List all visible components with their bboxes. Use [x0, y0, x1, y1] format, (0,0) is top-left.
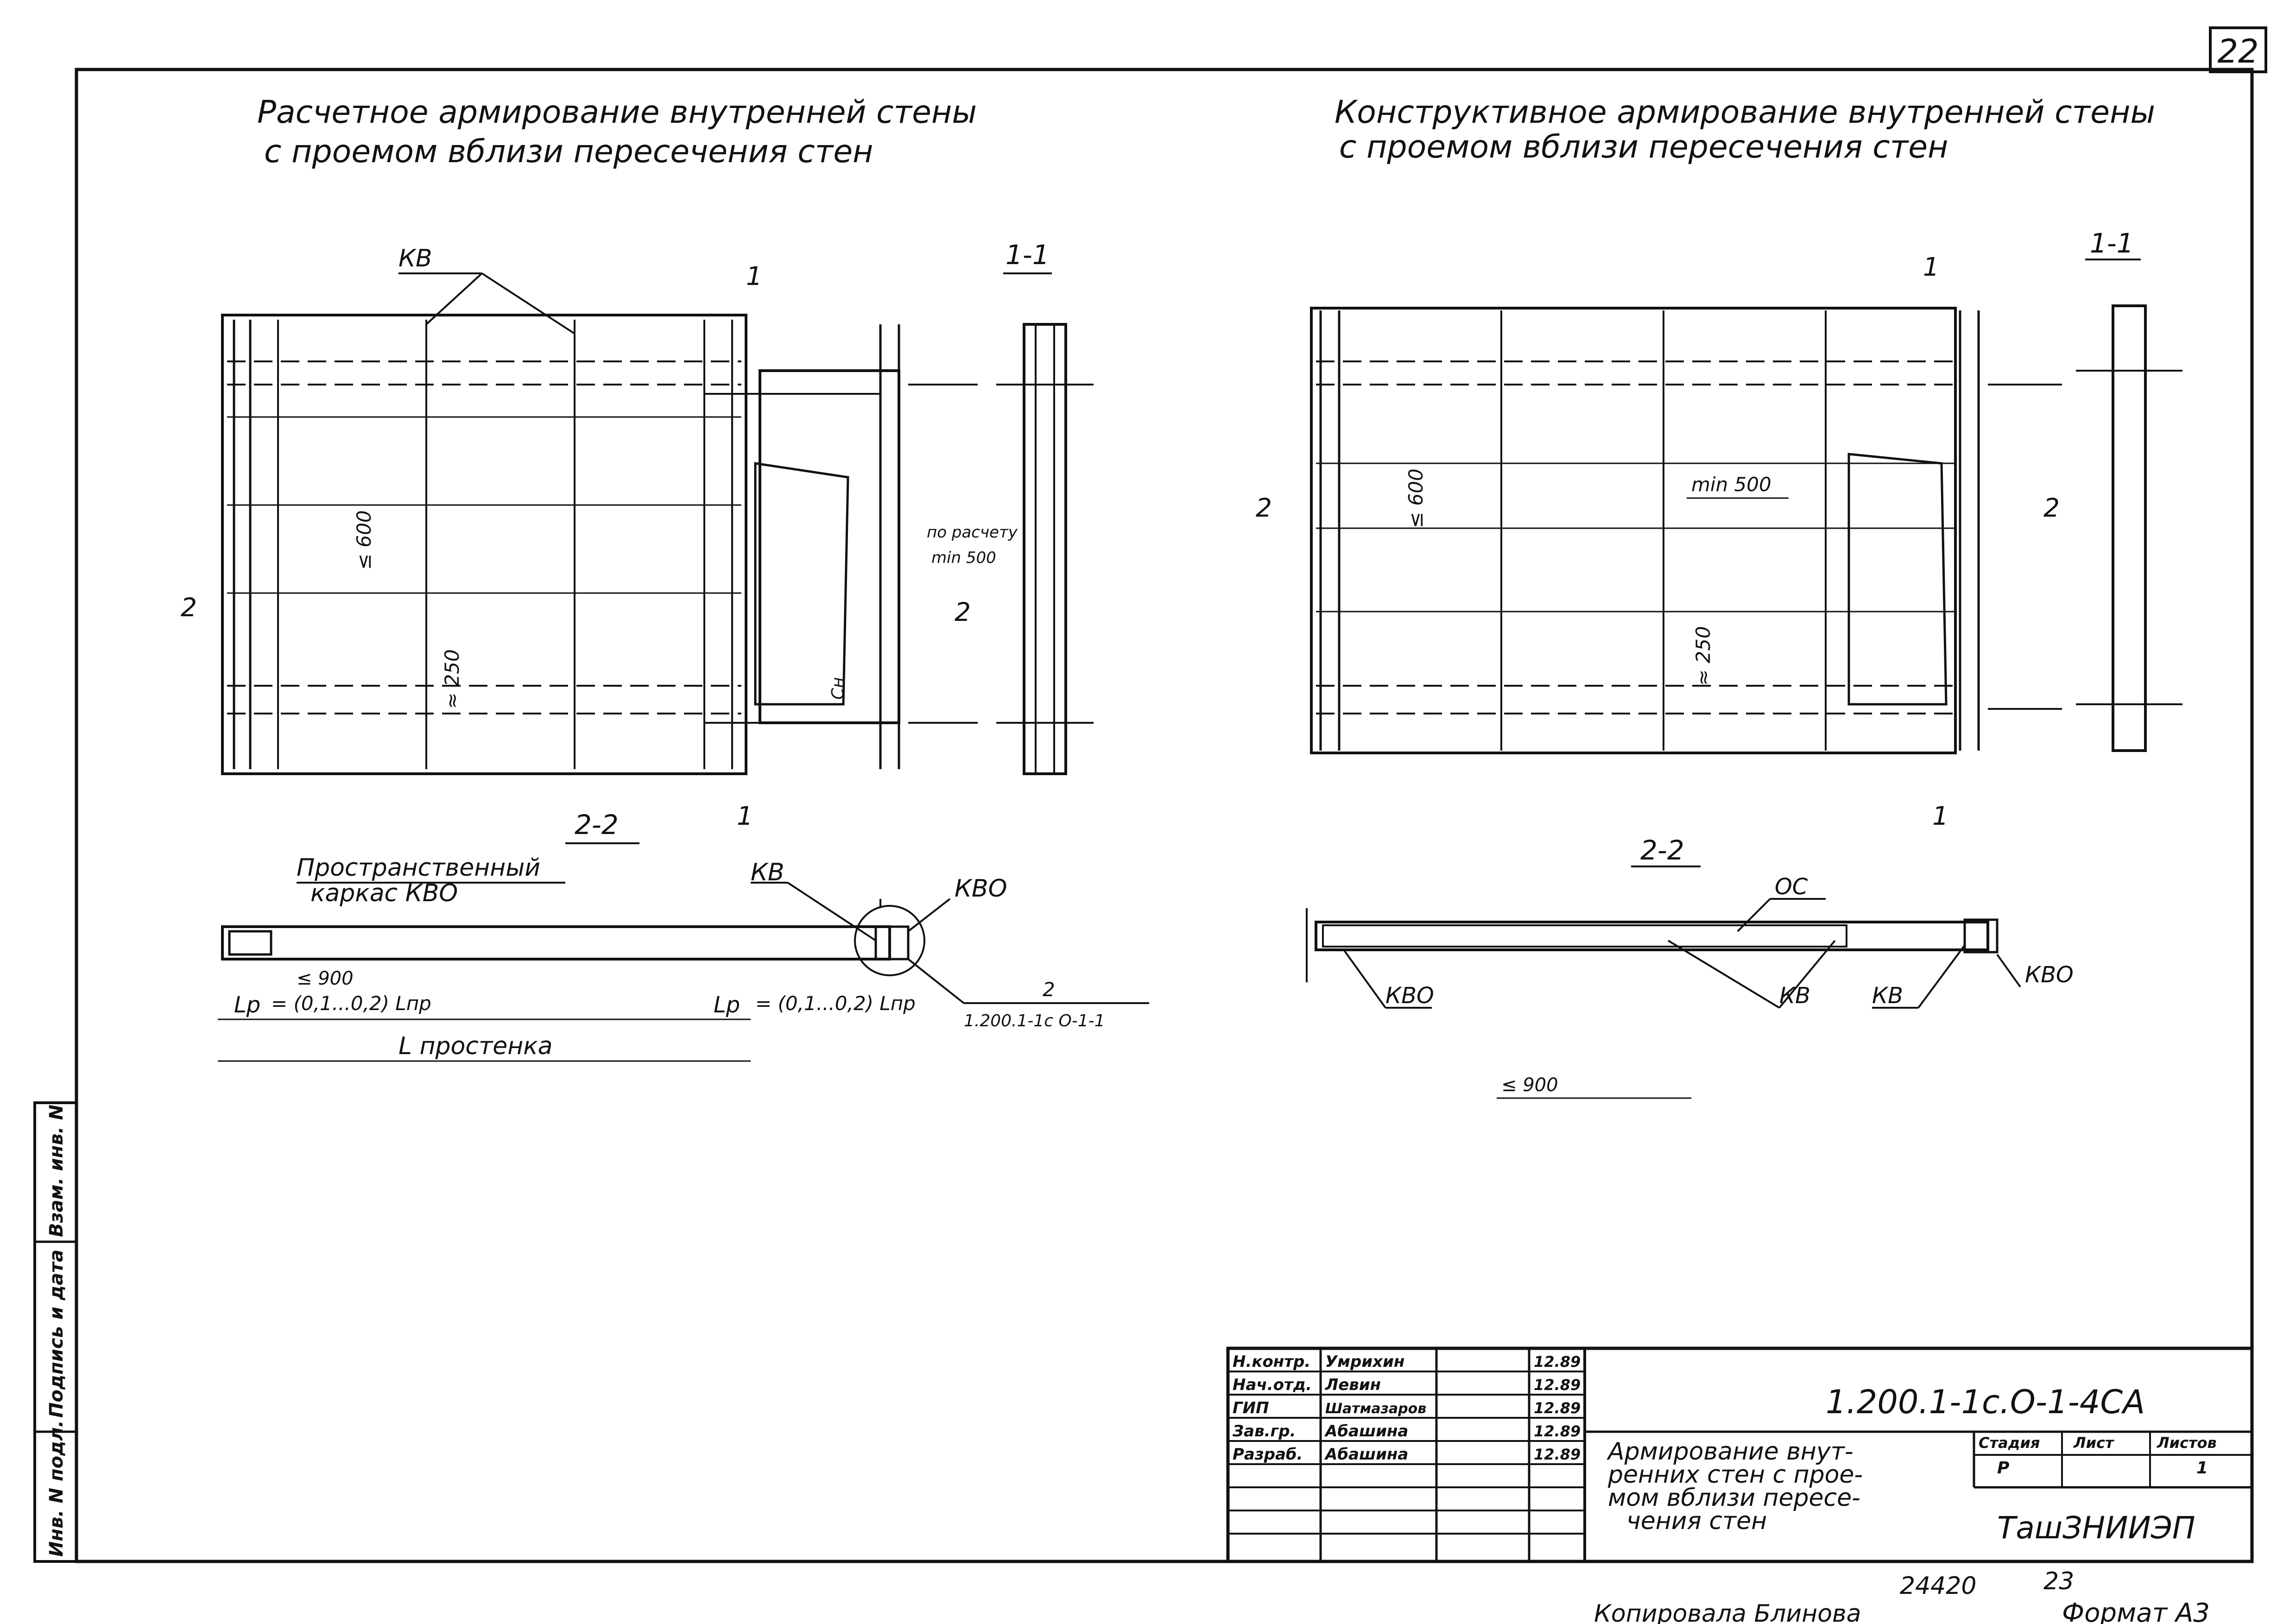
name-1: Левин [1325, 1376, 1381, 1394]
left-cut-top: 1 [746, 261, 762, 291]
date-0: 12.89 [1534, 1353, 1581, 1371]
left-plan-label1: Пространственный [297, 854, 540, 882]
copied-by: Копировала Блинова [1594, 1600, 1861, 1624]
page-number: 23 [2043, 1567, 2074, 1595]
right-section-2-2-label: 2-2 [1640, 834, 1684, 866]
left-view: Расчетное армирование внутренней стены с… [181, 94, 1149, 1062]
left-dim-600: ≤ 600 [353, 510, 375, 570]
stage-value: Р [1997, 1459, 2009, 1478]
paper-format: Формат А3 [2062, 1598, 2210, 1624]
doc-code: 1.200.1-1с.О-1-4СА [1826, 1383, 2145, 1421]
role-4: Разраб. [1233, 1445, 1303, 1464]
left-cut-left: 2 [181, 593, 197, 622]
right-cut-left: 2 [1256, 493, 1272, 523]
right-section-1-1-label: 1-1 [2090, 227, 2134, 259]
left-dim-l: L простенка [398, 1032, 552, 1060]
left-plan-label2: каркас КВО [310, 879, 458, 907]
name-4: Абашина [1324, 1445, 1408, 1464]
left-cut-right: 2 [955, 597, 971, 627]
title-block: Н.контр. Нач.отд. ГИП Зав.гр. Разраб. Ум… [1226, 1346, 2254, 1563]
left-note-min: min 500 [931, 549, 996, 567]
date-3: 12.89 [1534, 1422, 1581, 1440]
role-1: Нач.отд. [1233, 1376, 1312, 1394]
right-cut-top: 1 [1923, 252, 1939, 282]
left-title-line1: Расчетное армирование внутренней стены [257, 94, 977, 131]
right-dim-900: ≤ 900 [1501, 1074, 1558, 1096]
right-plan-kv: КВ [1779, 983, 1810, 1009]
right-view: Конструктивное армирование внутренней ст… [1256, 94, 2182, 1099]
side-stamp-col1: Инв. N подл. [46, 1420, 67, 1557]
right-cut-right: 2 [2043, 493, 2060, 523]
date-4: 12.89 [1534, 1446, 1581, 1463]
left-dim-lp-formula-left: = (0,1...0,2) Lпр [271, 992, 431, 1015]
order-number: 24420 [1900, 1572, 1976, 1600]
right-plan-kvo-left: КВО [1385, 983, 1434, 1009]
name-0: Умрихин [1325, 1352, 1404, 1371]
left-dim-lp-right: Lp [714, 992, 740, 1018]
right-plan-kvo-right: КВО [2025, 962, 2074, 988]
left-plan-kvo: КВО [955, 875, 1007, 903]
sheet-number: 22 [2217, 32, 2258, 70]
right-section-1-1 [2076, 304, 2182, 752]
left-label-cn: Сн [829, 677, 848, 700]
description-line-2: мом вблизи пересе- [1608, 1484, 1860, 1512]
stage-header: Стадия [1979, 1434, 2040, 1452]
right-plan-2-2 [1306, 908, 1999, 982]
org-name: ТашЗНИИЭП [1997, 1510, 2195, 1546]
description-line-0: Армирование внут- [1607, 1438, 1853, 1466]
side-stamp-col2: Подпись и дата [46, 1250, 67, 1418]
left-ref-doc: 1.200.1-1с О-1-1 [964, 1011, 1105, 1030]
left-dim-900: ≤ 900 [297, 968, 354, 989]
left-dim-lp-formula-right: = (0,1...0,2) Lпр [755, 992, 916, 1015]
sheet-number-box: 22 [2209, 26, 2267, 73]
left-section-2-2-label: 2-2 [575, 809, 619, 840]
right-plan-oc: ОС [1775, 874, 1808, 900]
description-line-1: ренних стен с прое- [1607, 1461, 1863, 1489]
side-stamp-col3: Взам. инв. N [46, 1105, 67, 1237]
sheets-value: 1 [2196, 1459, 2208, 1478]
role-2: ГИП [1233, 1399, 1269, 1417]
left-plan-2-2 [221, 899, 925, 976]
date-1: 12.89 [1534, 1376, 1581, 1394]
left-label-kv: КВ [398, 245, 432, 272]
sheet-frame [75, 68, 2254, 1563]
date-2: 12.89 [1534, 1399, 1581, 1417]
side-stamp: Инв. N подл. Подпись и дата Взам. инв. N [33, 1101, 78, 1563]
left-ref-num: 2 [1043, 978, 1055, 1001]
name-2: Шатмазаров [1325, 1401, 1426, 1417]
left-dim-250: ≈ 250 [441, 649, 463, 709]
role-0: Н.контр. [1233, 1352, 1310, 1371]
footer: 24420 23 Копировала Блинова Формат А3 [1594, 1567, 2210, 1624]
right-note-min: min 500 [1691, 473, 1771, 496]
right-dim-250: ≈ 250 [1692, 626, 1714, 686]
sheet-header: Лист [2073, 1434, 2115, 1452]
right-title-line1: Конструктивное армирование внутренней ст… [1335, 94, 2155, 131]
left-dim-lp-left: Lp [234, 992, 260, 1018]
left-section-1-1-label: 1-1 [1006, 239, 1050, 271]
role-3: Зав.гр. [1232, 1422, 1296, 1441]
right-title-line2: с проемом вблизи пересечения стен [1339, 129, 1948, 165]
left-section-1-1 [996, 323, 1094, 775]
name-3: Абашина [1324, 1422, 1408, 1441]
left-wall-elevation [221, 314, 978, 775]
right-dim-600: ≤ 600 [1404, 468, 1427, 528]
left-cut-bottom: 1 [737, 801, 753, 831]
right-wall-elevation [1310, 307, 2062, 754]
left-title-line2: с проемом вблизи пересечения стен [264, 133, 873, 170]
sheets-header: Листов [2157, 1434, 2217, 1452]
description-line-3: чения стен [1626, 1507, 1767, 1535]
right-cut-bottom: 1 [1932, 801, 1948, 831]
left-note-calc: по расчету [927, 523, 1018, 542]
right-plan-kv-right: КВ [1872, 983, 1903, 1009]
